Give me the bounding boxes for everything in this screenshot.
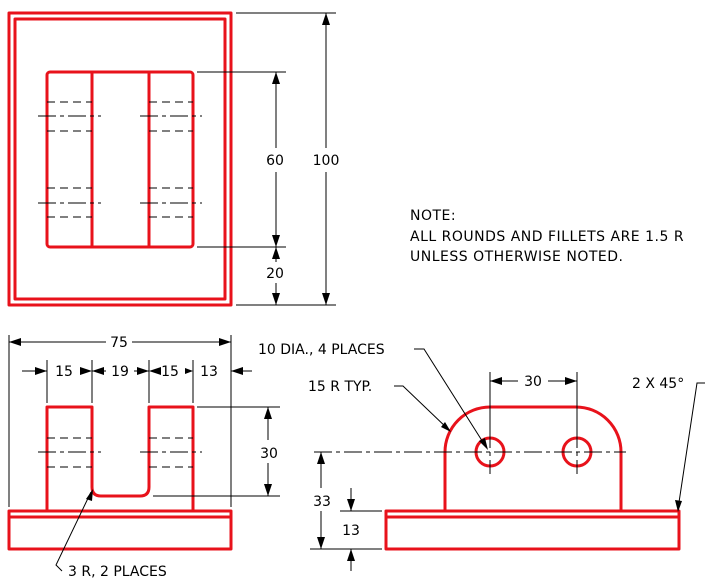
radius-leader-arrow	[441, 422, 451, 432]
top-view-outer-outline	[7, 11, 233, 307]
top-view-post-outline	[45, 70, 195, 249]
dim-20-label: 20	[266, 266, 284, 282]
dim-15-right-arrow-left	[149, 367, 161, 375]
dim-13-base-label: 13	[342, 523, 360, 539]
dim-13-base-arrow-bottom	[347, 549, 355, 561]
side-view-bracket-outline	[443, 405, 623, 511]
dim-30-spacing-label: 30	[524, 374, 542, 390]
dim-33-arrow-top	[317, 452, 325, 464]
dim-75-arrow-left	[9, 338, 21, 346]
dim-30-height-arrow-top	[264, 407, 272, 419]
dim-15-right-label: 15	[161, 364, 179, 380]
dim-13-arrow	[231, 367, 243, 375]
dim-19-arrow-left	[92, 367, 104, 375]
dim-33-label: 33	[313, 494, 331, 510]
fillet-leader-arrow	[86, 489, 93, 501]
radius-leader-label: 15 R TYP.	[308, 379, 372, 395]
dim-33-arrow-bottom	[317, 537, 325, 549]
dim-30-spacing-arrow-left	[490, 377, 502, 385]
dim-100-label: 100	[313, 153, 340, 169]
fillet-leader-line	[55, 491, 92, 572]
dim-20-arrow-bottom	[272, 293, 280, 305]
dim-75-arrow-right	[219, 338, 231, 346]
hole-leader-line	[414, 348, 487, 448]
dim-30-height-arrow-bottom	[264, 484, 272, 496]
front-view: 75 15 19 15 13 30 3 R, 2 PLACES	[7, 335, 280, 580]
dim-60-arrow-bottom	[272, 235, 280, 247]
side-view-base	[384, 509, 681, 551]
dim-15-left-arrow	[35, 367, 47, 375]
hole-leader-arrow	[479, 438, 488, 450]
front-view-outline	[45, 405, 195, 511]
dim-15-left-label: 15	[55, 364, 73, 380]
dim-13-base-arrow-top	[347, 499, 355, 511]
dim-100-arrow-top	[322, 13, 330, 25]
dim-60-arrow-top	[272, 72, 280, 84]
dim-60-label: 60	[266, 153, 284, 169]
dim-15-right-arrow	[185, 368, 193, 374]
note-heading: NOTE:	[410, 208, 456, 224]
note-line-1: ALL ROUNDS AND FILLETS ARE 1.5 R	[410, 229, 684, 245]
dim-19-arrow-right	[137, 367, 149, 375]
dim-30-spacing-arrow-right	[565, 377, 577, 385]
dim-100-arrow-bottom	[322, 293, 330, 305]
dim-30-height-label: 30	[260, 446, 278, 462]
side-view: 30 33 13 10 DIA., 4 PLACES 15 R TYP. 2 X…	[258, 342, 705, 571]
fillet-leader-label: 3 R, 2 PLACES	[68, 564, 167, 580]
front-view-base	[7, 509, 233, 551]
chamfer-leader-line	[677, 382, 705, 510]
note-line-2: UNLESS OTHERWISE NOTED.	[410, 249, 623, 265]
radius-leader-line	[394, 385, 450, 431]
dim-20-arrow-top	[272, 247, 280, 259]
dim-13-label: 13	[200, 364, 218, 380]
chamfer-leader-arrow	[675, 500, 682, 512]
dim-75-label: 75	[110, 335, 128, 351]
dim-15-left-arrow-right	[80, 367, 92, 375]
top-view: 60 20 100	[7, 11, 340, 307]
chamfer-leader-label: 2 X 45°	[632, 376, 684, 392]
dim-19-label: 19	[111, 364, 129, 380]
top-view-inner-outline	[13, 17, 227, 301]
note-block: NOTE: ALL ROUNDS AND FILLETS ARE 1.5 R U…	[410, 208, 684, 265]
hole-leader-label: 10 DIA., 4 PLACES	[258, 342, 385, 358]
